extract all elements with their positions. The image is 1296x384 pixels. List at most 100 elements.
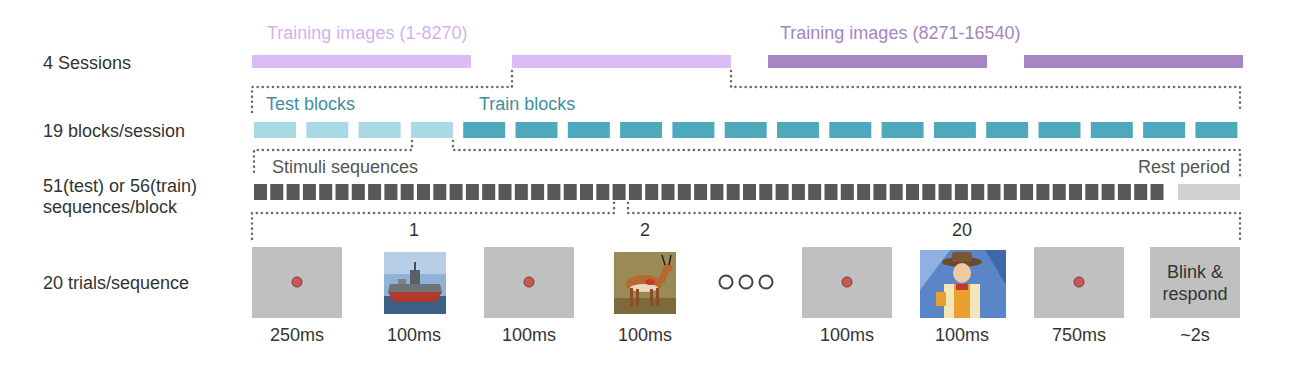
sequence-square	[515, 184, 528, 200]
train-block	[777, 122, 819, 138]
sequence-square	[613, 184, 626, 200]
sequence-square	[1036, 184, 1049, 200]
test-block	[411, 122, 453, 138]
sequence-square	[401, 184, 414, 200]
sequence-square	[743, 184, 756, 200]
sequence-square	[1085, 184, 1098, 200]
response-screen: Blink & respond	[1150, 247, 1240, 318]
sequence-label: Stimuli sequences	[272, 157, 418, 178]
train-block	[463, 122, 505, 138]
sequence-square	[1151, 184, 1164, 200]
session-bar	[512, 55, 731, 68]
sequence-square	[841, 184, 854, 200]
train-block	[1039, 122, 1081, 138]
fixation-frame	[802, 247, 892, 318]
generated-shapes	[252, 55, 1243, 318]
sequence-square	[694, 184, 707, 200]
sequence-square	[336, 184, 349, 200]
session-bar	[252, 55, 471, 68]
sequence-square	[303, 184, 316, 200]
row-label: 51(test) or 56(train) sequences/block	[43, 176, 243, 218]
sequence-square	[1102, 184, 1115, 200]
fixation-frame	[252, 247, 342, 318]
fixation-frame	[1034, 247, 1124, 318]
train-block	[672, 122, 714, 138]
sequence-square	[433, 184, 446, 200]
sequence-square	[254, 184, 267, 200]
sequence-square	[287, 184, 300, 200]
train-block	[725, 122, 767, 138]
sequence-square	[547, 184, 560, 200]
trial-number: 2	[640, 220, 650, 241]
session-bar	[768, 55, 987, 68]
train-block	[1143, 122, 1185, 138]
sequence-square	[596, 184, 609, 200]
duration-label: 250ms	[270, 325, 324, 346]
sequence-square	[270, 184, 283, 200]
sequence-square	[450, 184, 463, 200]
train-block	[568, 122, 610, 138]
ellipsis-circles	[720, 276, 773, 289]
sequence-square	[1069, 184, 1082, 200]
duration-label: 100ms	[935, 325, 989, 346]
sequence-square	[890, 184, 903, 200]
block-label: Train blocks	[479, 94, 575, 115]
duration-label: 100ms	[618, 325, 672, 346]
duration-label: 100ms	[502, 325, 556, 346]
sequence-square	[1020, 184, 1033, 200]
zoom-bracket	[252, 71, 1240, 112]
sequence-label: Rest period	[1138, 157, 1230, 178]
sequence-square	[906, 184, 919, 200]
sequence-square	[645, 184, 658, 200]
test-block	[359, 122, 401, 138]
session-label: Training images (8271-16540)	[780, 23, 1020, 44]
sequence-square	[808, 184, 821, 200]
row-label: 4 Sessions	[43, 53, 131, 74]
sequence-square	[319, 184, 332, 200]
fixation-dot	[1074, 277, 1084, 287]
train-block	[1091, 122, 1133, 138]
sequence-square	[971, 184, 984, 200]
sequence-square	[662, 184, 675, 200]
train-block	[986, 122, 1028, 138]
row-label: 19 blocks/session	[43, 121, 185, 142]
zoom-bracket	[252, 203, 1240, 242]
sequence-square	[988, 184, 1001, 200]
sequence-square	[776, 184, 789, 200]
sequence-square	[825, 184, 838, 200]
train-block	[882, 122, 924, 138]
fixation-frame	[484, 247, 574, 318]
test-block	[254, 122, 296, 138]
sequence-square	[955, 184, 968, 200]
duration-label: 100ms	[820, 325, 874, 346]
sequence-square	[792, 184, 805, 200]
train-block	[1195, 122, 1237, 138]
sequence-square	[417, 184, 430, 200]
sequence-square	[368, 184, 381, 200]
screen-text: Blink & respond	[1152, 261, 1238, 305]
ship-photo	[384, 252, 446, 314]
sequence-square	[499, 184, 512, 200]
sequence-square	[1118, 184, 1131, 200]
duration-label: 750ms	[1052, 325, 1106, 346]
sequence-square	[580, 184, 593, 200]
rest-period-bar	[1178, 184, 1240, 200]
trial-number: 1	[409, 220, 419, 241]
sequence-square	[678, 184, 691, 200]
toy-photo	[920, 250, 1006, 318]
sequence-square	[629, 184, 642, 200]
sequence-square	[1053, 184, 1066, 200]
duration-label: 100ms	[387, 325, 441, 346]
session-bar	[1024, 55, 1243, 68]
trial-number: 20	[952, 220, 972, 241]
sequence-square	[922, 184, 935, 200]
sequence-square	[482, 184, 495, 200]
fixation-dot	[292, 277, 302, 287]
test-block	[306, 122, 348, 138]
duration-label: ~2s	[1180, 325, 1210, 346]
sequence-square	[1134, 184, 1147, 200]
train-block	[829, 122, 871, 138]
fixation-dot	[524, 277, 534, 287]
session-label: Training images (1-8270)	[267, 23, 467, 44]
sequence-square	[384, 184, 397, 200]
